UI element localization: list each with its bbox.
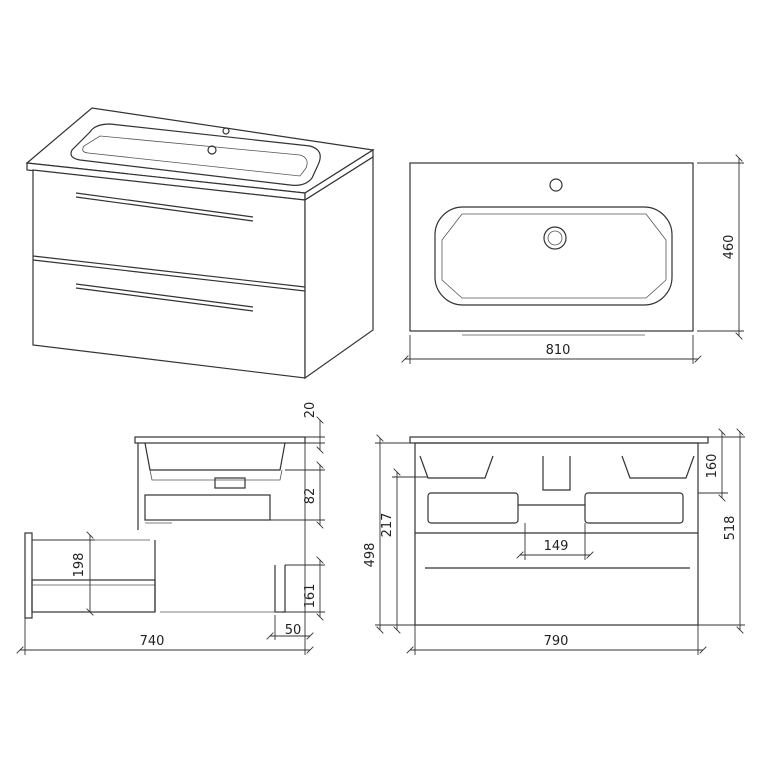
countertop-side [134, 436, 306, 444]
tap-hole-icon [549, 178, 563, 192]
dimension-label: 740 [140, 634, 165, 649]
side-view: 20 82 198 161 50 740 [20, 402, 325, 655]
basin-inner [82, 135, 308, 177]
siphon [214, 477, 246, 489]
dimension-label: 217 [380, 513, 395, 538]
drawer-cutout-left [427, 492, 519, 524]
siphon-front [542, 456, 571, 491]
dimension-label: 518 [723, 516, 738, 541]
basin-left-section [419, 455, 494, 479]
dimension-label: 460 [722, 235, 737, 260]
dimension-160: 160 [698, 432, 728, 498]
dimension-149: 149 [520, 523, 590, 560]
dimension-50: 50 [270, 443, 310, 655]
dimension-810: 810 [405, 335, 698, 364]
dimension-label: 810 [546, 343, 571, 358]
cabinet-front [32, 169, 306, 379]
dimension-498: 498 [363, 438, 415, 630]
drawer-divider [32, 255, 306, 288]
upper-drawer-side [144, 494, 271, 521]
tap-hole-icon [222, 127, 230, 135]
isometric-view [25, 107, 375, 380]
basin-right-section [621, 455, 695, 479]
dimension-label: 161 [303, 584, 318, 609]
cabinet-side [304, 155, 374, 380]
countertop-plan [409, 162, 694, 332]
dimension-label: 790 [544, 634, 569, 649]
dimension-label: 149 [544, 539, 569, 554]
dimension-518: 518 [698, 432, 745, 630]
dimension-20: 20 [303, 402, 325, 450]
dimension-label: 198 [72, 553, 87, 578]
dimension-460: 460 [697, 158, 744, 336]
dimension-label: 20 [303, 402, 318, 419]
dimension-198: 198 [32, 535, 95, 612]
dimension-82: 82 [270, 465, 325, 525]
drawer-handle-top [75, 192, 254, 218]
basin-outline [70, 123, 321, 186]
dimension-label: 82 [303, 488, 318, 505]
dimension-740: 740 [20, 618, 310, 655]
dimension-217: 217 [380, 472, 428, 630]
drain-icon [543, 226, 567, 250]
front-view: 149 498 217 160 518 790 [363, 432, 745, 655]
dimension-790: 790 [410, 625, 703, 655]
drawer-front-open [24, 532, 33, 619]
countertop-front [409, 436, 709, 444]
plan-view: 810 460 [405, 158, 744, 364]
drawer-cutout-right [584, 492, 684, 524]
dimension-label: 498 [363, 543, 378, 568]
drawer-handle-bottom [75, 283, 254, 308]
drain-icon [207, 145, 217, 155]
cabinet-front-view [414, 442, 699, 626]
dimension-label: 160 [705, 454, 720, 479]
basin-plan-inner [441, 213, 667, 299]
basin-side [144, 442, 286, 471]
basin-plan-outer [434, 206, 673, 306]
dimension-label: 50 [285, 623, 302, 638]
